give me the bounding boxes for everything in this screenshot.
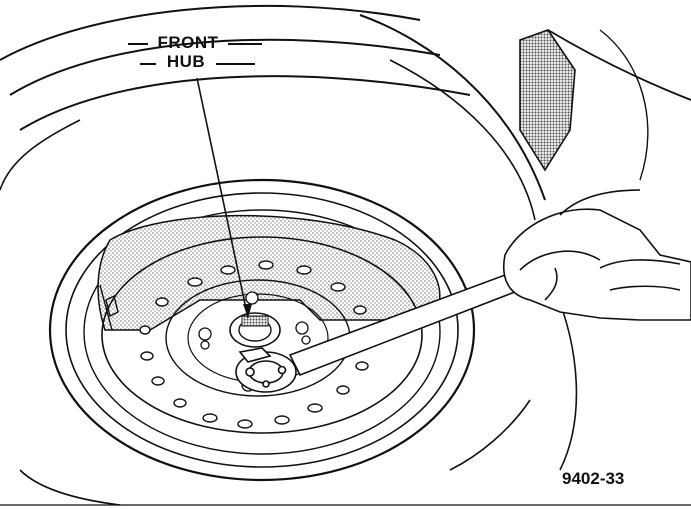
callout-arrowhead	[243, 304, 252, 318]
callout-leader	[196, 77, 249, 319]
disc-vent-holes	[139, 260, 369, 429]
callout-tick-lines	[128, 43, 262, 65]
hand	[503, 189, 691, 321]
fender	[519, 29, 691, 181]
figure-number: 9402-33	[562, 469, 625, 488]
brake-caliper	[99, 284, 119, 331]
brake-rotor	[97, 214, 441, 331]
front-hub	[229, 312, 281, 348]
callout-label-hub: HUB	[166, 52, 206, 71]
tire	[0, 4, 578, 506]
callout-label-front: FRONT	[157, 33, 219, 52]
wheel-rim	[48, 178, 476, 482]
